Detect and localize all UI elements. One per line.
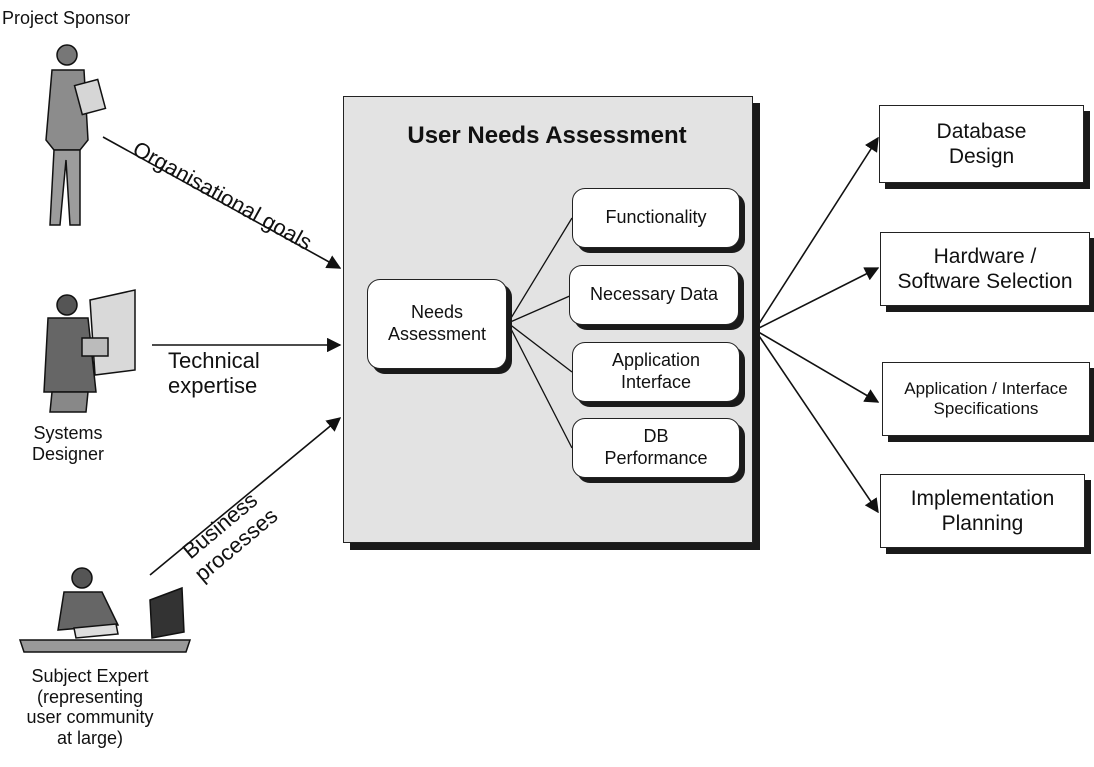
implementation-planning-line-1: Implementation [910,486,1055,510]
db-performance-box: DB Performance [572,418,740,478]
database-design-line-1: Database [936,119,1027,143]
panel-title: User Needs Assessment [407,122,687,149]
needs-assessment-line-1: Needs [410,302,463,323]
database-arrow [754,136,879,331]
db-performance-line-1: DB [643,426,669,447]
implementation-planning-line-2: Planning [941,512,1024,535]
application-interface-line-1: Application [611,350,701,371]
subject-expert-line-4: at large) [56,728,124,749]
technical-expertise-line-1: Technical [168,348,260,373]
project-sponsor-label: Project Sponsor [2,8,131,28]
technical-expertise-line-2: expertise [168,373,258,399]
systems-designer-figure [43,289,136,413]
business-arrow [149,417,342,576]
technical-expertise-label: Technical expertise [168,348,260,399]
needs-assessment-line-2: Assessment [387,324,487,344]
systems-designer-line-1: Systems [33,423,103,443]
implementation-planning-box: Implementation Planning [880,474,1085,548]
planning-arrow [754,329,879,514]
application-interface-box: Application Interface [572,342,740,402]
necessary-data-label: Necessary Data [589,284,719,305]
database-design-box: Database Design [879,105,1084,183]
project-sponsor-figure [45,44,107,226]
systems-designer-line-2: Designer [31,443,105,464]
specifications-line-2: Specifications [933,399,1039,418]
hardware-software-box: Hardware / Software Selection [880,232,1090,306]
hardware-software-line-1: Hardware / [933,244,1037,268]
goals-arrow [102,136,342,269]
subject-expert-line-1: Subject Expert [31,666,149,686]
database-design-line-2: Design [948,145,1015,168]
specs-arrow [754,329,880,403]
systems-designer-label: Systems Designer [18,423,118,464]
db-performance-line-2: Performance [604,448,708,468]
application-interface-specifications-box: Application / Interface Specifications [882,362,1090,436]
necessary-data-box: Necessary Data [569,265,739,325]
hardware-arrow [754,267,880,331]
subject-expert-figure [18,567,192,653]
needs-assessment-box: Needs Assessment [367,279,507,369]
subject-expert-label: Subject Expert (representing user commun… [0,666,180,749]
specifications-line-1: Application / Interface [904,378,1068,398]
application-interface-line-2: Interface [620,372,692,392]
subject-expert-line-3: user community [26,707,154,728]
subject-expert-line-2: (representing [36,686,144,707]
hardware-software-line-2: Software Selection [897,270,1073,293]
functionality-label: Functionality [605,207,707,228]
functionality-box: Functionality [572,188,740,248]
